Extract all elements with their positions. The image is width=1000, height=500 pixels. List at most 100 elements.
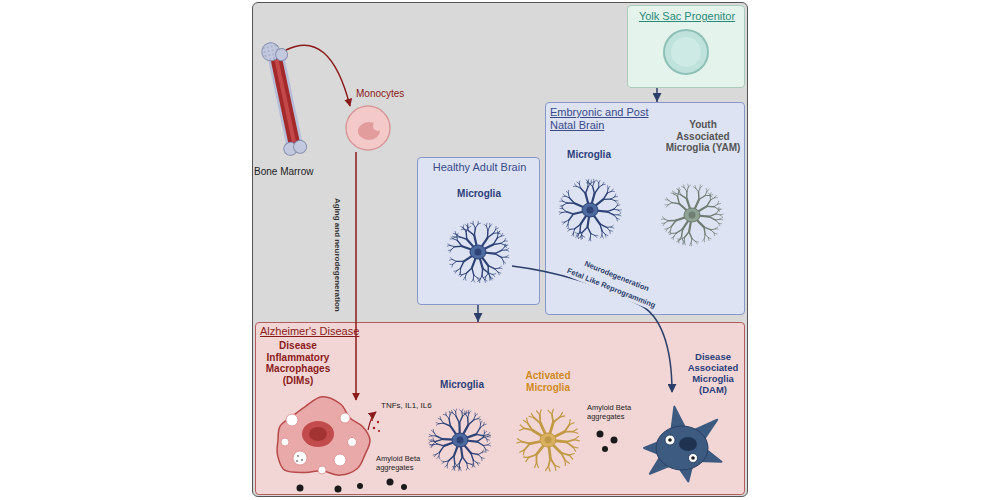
cell-process xyxy=(505,245,507,247)
cell-process xyxy=(595,187,599,193)
cell-process xyxy=(473,221,474,224)
cell-process xyxy=(434,432,437,436)
cell-process xyxy=(619,209,622,210)
cell-process xyxy=(678,240,679,243)
cell-process xyxy=(486,223,488,226)
cell-process xyxy=(611,227,614,228)
cell-process xyxy=(483,435,488,436)
cell-process xyxy=(569,198,574,204)
cell-process xyxy=(483,253,495,254)
cell-label: Youth Associated Microglia (YAM) xyxy=(664,119,742,154)
origin-box: Yolk Sac Progenitor xyxy=(627,5,745,88)
aggregate-label-holder: Amyloid Beta aggregates xyxy=(376,455,434,472)
cell-process xyxy=(667,227,671,229)
cell-process xyxy=(577,182,579,184)
cell-process xyxy=(575,232,578,234)
cell-process xyxy=(473,465,475,467)
cell-process xyxy=(488,434,491,436)
cell-process xyxy=(680,238,684,240)
cell-process xyxy=(578,232,583,233)
cell-process xyxy=(578,236,579,239)
cell-process xyxy=(678,192,679,196)
cell-process xyxy=(667,198,669,200)
cell-process xyxy=(602,231,605,234)
cell-process xyxy=(495,268,500,270)
cell-process xyxy=(617,204,620,206)
cell-process xyxy=(566,191,568,193)
cell-process xyxy=(473,224,475,228)
cell-process xyxy=(599,180,600,183)
cell-process xyxy=(677,238,680,240)
cell-process xyxy=(522,442,530,444)
cell-process xyxy=(463,444,471,453)
cell-process xyxy=(704,227,705,234)
cell-process xyxy=(465,224,467,226)
cell-process xyxy=(472,268,474,275)
cell-process xyxy=(573,447,578,448)
cell-process xyxy=(590,238,592,241)
cytokine-dot xyxy=(377,421,379,423)
cell-process xyxy=(459,416,462,423)
cell-process xyxy=(529,416,534,418)
cell-process xyxy=(539,415,541,423)
cell-process xyxy=(501,243,505,245)
cell-process xyxy=(429,441,431,443)
cell-process xyxy=(694,200,699,211)
bone-condyle xyxy=(283,141,298,156)
cell-nucleus xyxy=(689,212,696,219)
cell-process xyxy=(460,468,462,471)
cell-process xyxy=(689,232,692,239)
cell-process xyxy=(462,425,468,436)
box-heading-holder: Alzheimer's Disease xyxy=(260,325,430,338)
cell-process xyxy=(437,457,439,459)
cell-process xyxy=(672,233,677,234)
cell-process xyxy=(468,420,473,425)
cell-process xyxy=(487,230,489,237)
cell-process xyxy=(488,443,490,445)
cell-process xyxy=(582,236,583,239)
cell-process xyxy=(431,441,436,442)
cell-process xyxy=(676,229,682,233)
cell-process xyxy=(705,195,710,196)
cell-process xyxy=(603,198,611,200)
cell-process xyxy=(505,238,506,241)
cell-process xyxy=(588,183,591,187)
cell-label: Disease Inflammatory Macrophages (DIMs) xyxy=(258,340,338,386)
cell-process xyxy=(661,218,664,219)
cell-process xyxy=(669,232,672,234)
vacuole-content xyxy=(691,456,695,460)
cell-process xyxy=(484,280,486,283)
cell-process xyxy=(612,189,614,191)
cell-process xyxy=(614,215,617,219)
cell-process xyxy=(506,255,508,257)
cell-process xyxy=(671,193,674,195)
cell-process xyxy=(495,226,496,229)
cell-process xyxy=(493,232,498,233)
amyloid-aggregate xyxy=(357,483,363,489)
cell-process xyxy=(576,234,578,236)
cell-process xyxy=(450,250,451,253)
cell-body xyxy=(540,433,556,447)
cell-process xyxy=(719,223,720,226)
cell-process xyxy=(691,239,692,244)
cell-label-holder: Microglia xyxy=(444,188,514,200)
box-heading-holder: Embryonic and Post Natal Brain xyxy=(550,106,658,131)
cell-process xyxy=(459,468,460,471)
cell-process xyxy=(684,242,685,245)
cell-process xyxy=(668,231,670,233)
cell-process xyxy=(453,239,457,241)
cell-process xyxy=(465,278,467,281)
cell-process xyxy=(593,182,595,186)
cell-process xyxy=(707,206,715,208)
cell-process xyxy=(696,219,705,228)
cell-process xyxy=(598,183,599,188)
cell-process xyxy=(444,442,455,446)
cell-process xyxy=(573,432,578,434)
cell-process xyxy=(441,461,444,462)
cell-process xyxy=(684,238,685,243)
cell-process xyxy=(452,468,454,470)
cell-process xyxy=(454,270,457,272)
cell-process xyxy=(567,202,575,204)
cell-process xyxy=(479,280,480,283)
cell-process xyxy=(453,237,456,238)
